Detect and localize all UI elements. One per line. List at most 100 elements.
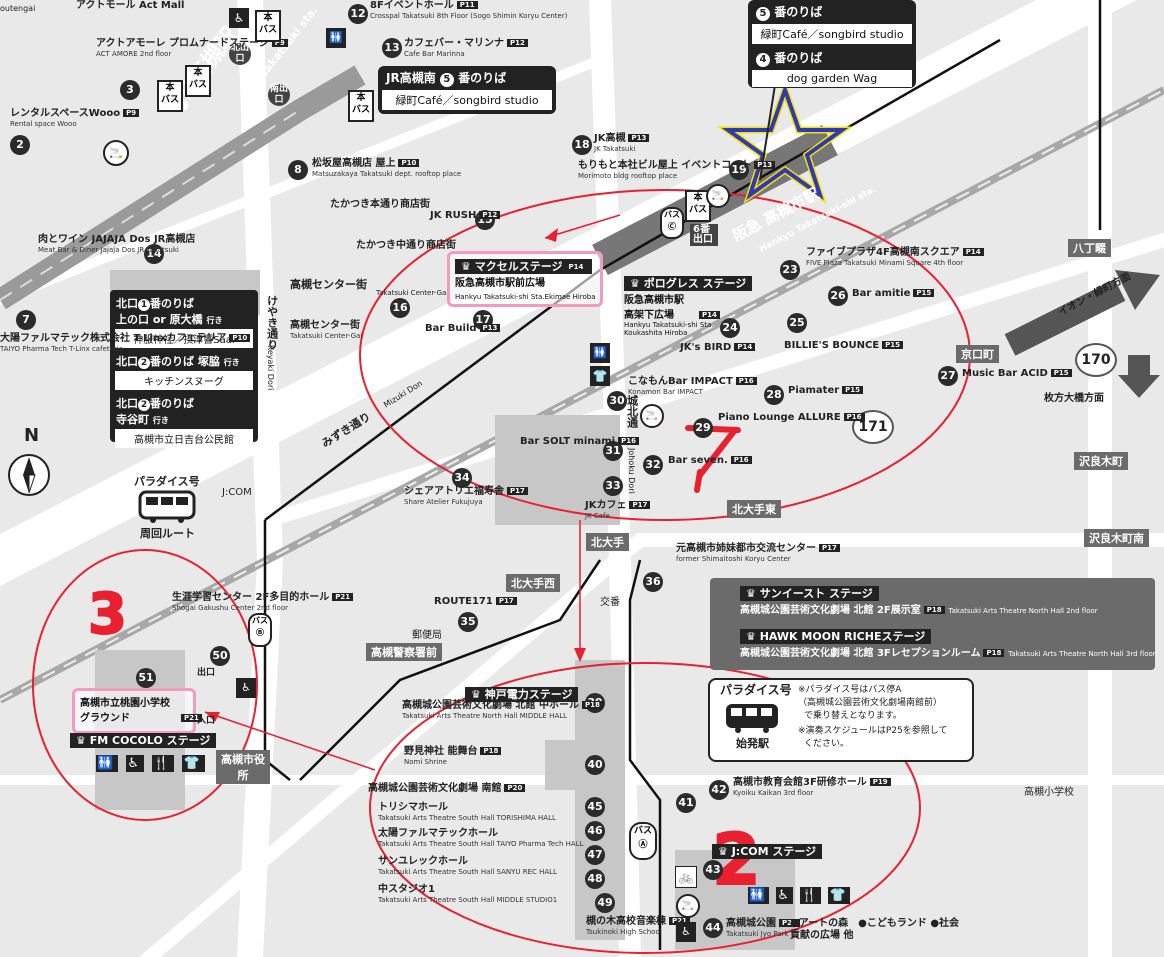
page-tag: P10 [229,333,251,343]
venue-name: 高槻城公園芸術文化劇場 南館 [368,783,502,794]
venue-marker-43[interactable]: 43 [703,860,723,880]
kobe-denryoku-stage[interactable]: ♛ 神戸電力ステージ [465,686,579,702]
venue-marker-12[interactable]: 12 [348,4,368,24]
venue-marker-19[interactable]: 19 [729,160,749,180]
venue-name: 肉とワイン JAJAJA Dos JR高槻店 [38,234,196,245]
venue-name-en: Takatsuki Center-Gai [290,331,363,340]
venue-marker-28[interactable]: 28 [764,385,784,405]
venue-marker-40[interactable]: 40 [585,755,605,775]
line-destination-suffix: 行き [152,416,169,425]
venue-marker-2[interactable]: 2 [10,135,30,155]
venue-marker-3[interactable]: 3 [120,80,140,100]
bus-box-5-title: 5 番のりば [748,0,916,22]
venue-marker-7[interactable]: 7 [16,310,36,330]
venue-name: 高槻城公園芸術文化劇場 北館 中ホール [402,700,579,711]
venue-marker-30[interactable]: 30 [607,391,627,411]
venue-marker-17[interactable]: 17 [473,310,493,330]
venue-name-en: Tsukinoki High School [586,927,662,936]
stage-name: ♛ FM COCOLO ステージ [70,733,217,748]
page-tag: P14 [699,311,720,319]
page-tag: P15 [882,340,904,350]
street-center-en: Takatsuki Center-Gai [376,289,449,297]
venue-marker-41[interactable]: 41 [676,793,696,813]
venue-marker-31[interactable]: 31 [603,441,623,461]
venue-marker-32[interactable]: 32 [643,455,663,475]
page-tag: P11 [456,0,478,10]
venue-name: Bar amitie [852,288,911,299]
venue-marker-50[interactable]: 50 [210,646,230,666]
line-suffix: 番のりば [150,297,194,310]
page-tag: P9 [271,38,288,48]
venue-marker-24[interactable]: 24 [720,318,740,338]
venue-marker-45[interactable]: 45 [585,797,605,817]
venue-marker-36[interactable]: 36 [643,572,663,592]
smoking-icon: 🚬 [676,894,700,918]
bicycle-icon: 🚲 [675,866,697,888]
bus-stop-icon: 本バス [157,80,183,112]
line-label: 北口 [116,297,138,310]
stage-name: ♛ ポログレス ステージ [624,276,753,291]
venue-marker-26[interactable]: 26 [828,286,848,306]
street-keyaki: けやき通り [265,295,279,350]
venue-marker-27[interactable]: 27 [938,366,958,386]
venue-marker-47[interactable]: 47 [585,845,605,865]
page-tag: P18 [923,606,945,614]
venue-name-en: Takatsuki Arts Theatre South Hall TORISH… [378,813,556,822]
street-center: 高槻センター街 [290,278,367,291]
venue-marker-16[interactable]: 16 [390,298,410,318]
venue-marker-13[interactable]: 13 [382,38,402,58]
venue-marker-8[interactable]: 8 [288,160,308,180]
venue-marker-42[interactable]: 42 [709,780,729,800]
venue-marker-18[interactable]: 18 [572,135,592,155]
page-tag: P13 [754,160,776,170]
bus-stop-icon: 本バス [348,90,374,122]
area-jcom: J:COM [222,487,252,498]
amenity-icons: 🚻 ♿ 🍴 👕 [96,755,205,772]
line-destination-suffix: 行き [223,358,240,367]
area-police: 高槻警察署前 [366,643,442,661]
venue-marker-14[interactable]: 14 [144,244,164,264]
venue-name: 8Fイベントホール [370,0,454,11]
venue-marker-25[interactable]: 25 [787,313,807,333]
page-tag: P9 [123,108,140,118]
venue-marker-48[interactable]: 48 [585,869,605,889]
venue-marker-46[interactable]: 46 [585,821,605,841]
north-exit-line-2-stop: キッチンスヌーグ [115,371,253,390]
paradise-note-start: 始発駅 [736,737,769,750]
venue-marker-35[interactable]: 35 [458,612,478,632]
line-suffix: 番のりば [150,355,194,368]
route-170-badge: 170 [1075,343,1117,377]
venue-marker-23[interactable]: 23 [780,260,800,280]
venue-marker-49[interactable]: 49 [595,893,615,913]
venue-marker-34[interactable]: 34 [452,468,472,488]
hawk-moon-stage[interactable]: ♛ HAWK MOON RICHEステージ 高槻城公園芸術文化劇場 北館 3Fレ… [740,628,1156,659]
bus-box-title: JR高槻南 5 番のりば [378,66,556,88]
venue-marker-51[interactable]: 51 [136,668,156,688]
venue-marker-33[interactable]: 33 [603,476,623,496]
bus-icon [726,704,778,733]
jcom-stage[interactable]: ♛ J:COM ステージ [712,843,823,859]
venue-label-32: Bar seven.P16 [668,455,752,467]
paradise-note-line-5: ください。 [804,739,850,749]
venue-marker-29[interactable]: 29 [693,418,713,438]
venue-marker-44[interactable]: 44 [703,918,723,938]
